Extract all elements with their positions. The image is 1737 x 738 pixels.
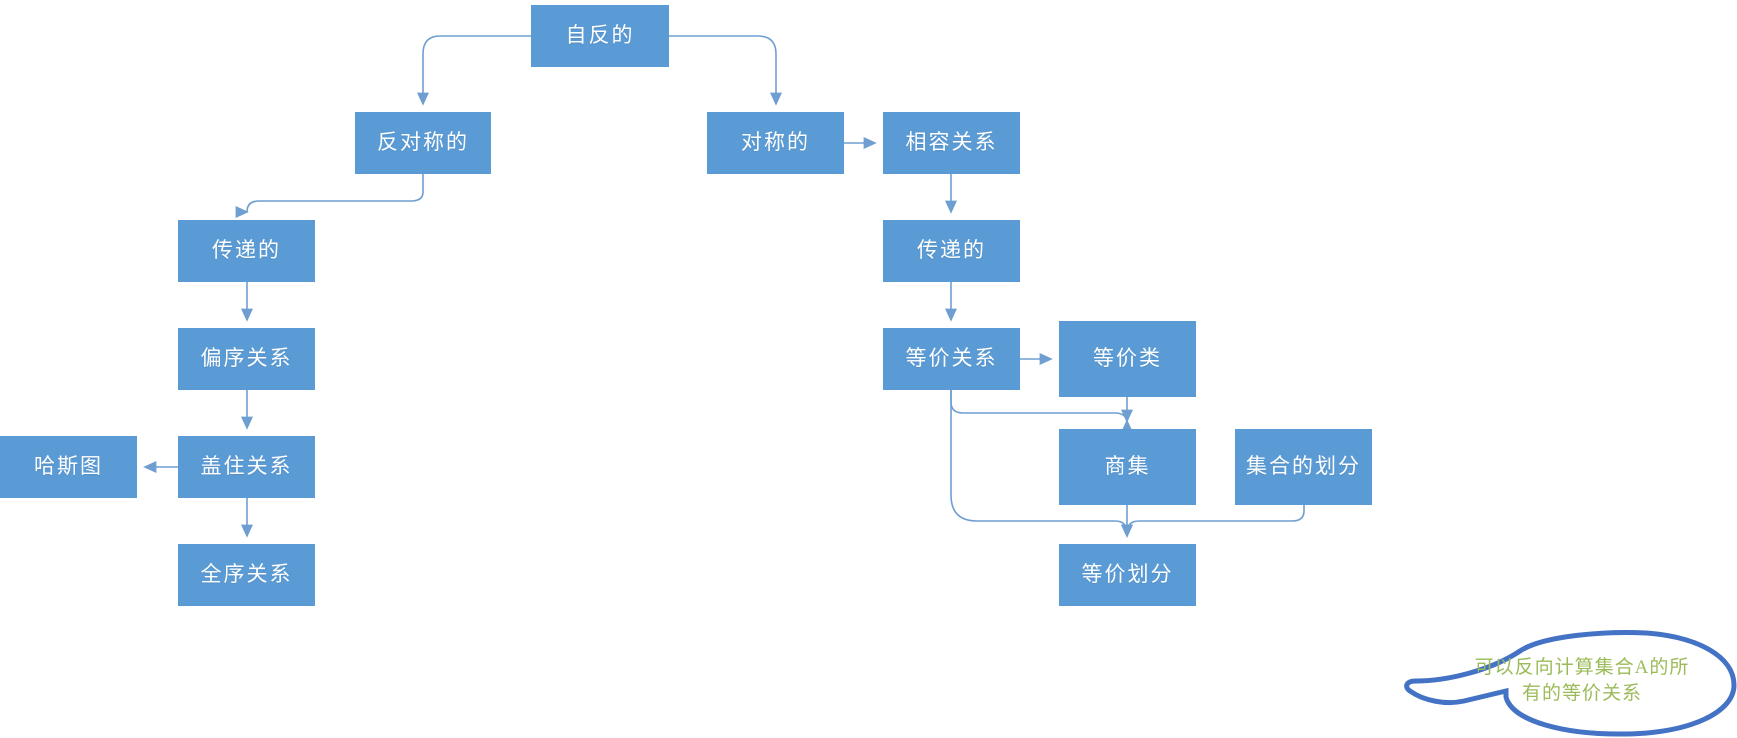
- callout-shape: [1404, 630, 1737, 737]
- node-partial-order[interactable]: 偏序关系: [178, 328, 315, 390]
- node-symmetric[interactable]: 对称的: [707, 112, 844, 174]
- node-equivalence-partition[interactable]: 等价划分: [1059, 544, 1196, 606]
- callout-text: 可以反向计算集合A的所 有的等价关系: [1474, 657, 1690, 704]
- node-reflexive[interactable]: 自反的: [531, 5, 669, 67]
- edge-reflexive-to-symmetric: [669, 35, 782, 106]
- node-quotient-set[interactable]: 商集: [1059, 429, 1196, 505]
- edge-antisymmetric-to-transitive-left: [241, 174, 424, 214]
- node-total-order[interactable]: 全序关系: [178, 544, 315, 606]
- node-antisymmetric[interactable]: 反对称的: [355, 112, 491, 174]
- node-equivalence-relation[interactable]: 等价关系: [883, 328, 1020, 390]
- edge-reflexive-to-antisymmetric: [417, 35, 531, 106]
- node-hasse-diagram[interactable]: 哈斯图: [0, 436, 137, 498]
- node-transitive-left[interactable]: 传递的: [178, 220, 315, 282]
- node-cover-relation[interactable]: 盖住关系: [178, 436, 315, 498]
- callout-bubble[interactable]: 可以反向计算集合A的所 有的等价关系: [1394, 629, 1737, 737]
- node-set-partition[interactable]: 集合的划分: [1235, 429, 1372, 505]
- node-compatible-relation[interactable]: 相容关系: [883, 112, 1020, 174]
- edge-set-partition-to-equiv-partition: [1121, 505, 1305, 538]
- node-equivalence-class[interactable]: 等价类: [1059, 321, 1196, 397]
- node-transitive-right[interactable]: 传递的: [883, 220, 1020, 282]
